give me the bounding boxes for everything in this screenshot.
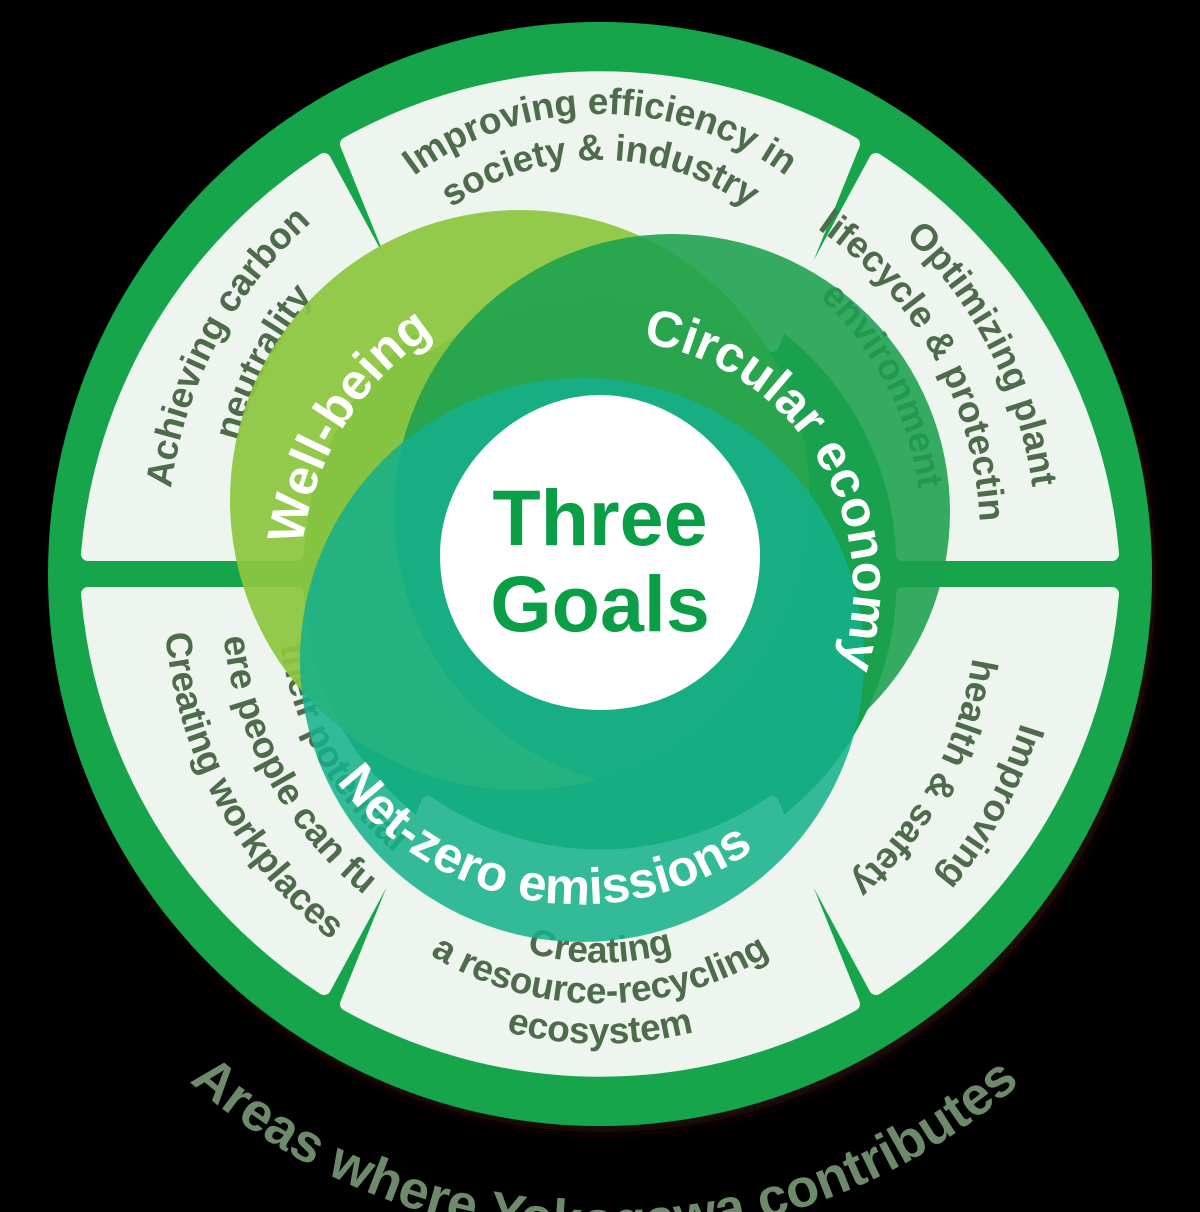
center-title-line-1: Three xyxy=(492,473,707,562)
center-title-line-2: Goals xyxy=(490,559,710,648)
center-badge[interactable]: Three Goals xyxy=(440,395,760,710)
center-shape xyxy=(440,395,760,710)
